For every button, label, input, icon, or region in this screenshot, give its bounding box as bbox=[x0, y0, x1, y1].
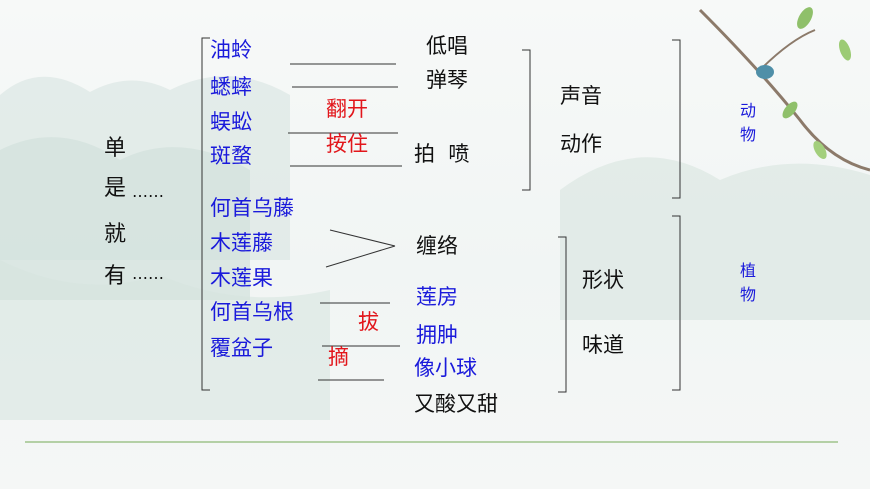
group-taste: 味道 bbox=[582, 333, 624, 357]
group-sound: 声音 bbox=[560, 84, 602, 108]
animal-item: 斑蝥 bbox=[210, 144, 252, 168]
category-animal: 动物 bbox=[737, 102, 756, 150]
action-fan: 翻开 bbox=[326, 97, 368, 121]
category-plant: 植物 bbox=[737, 262, 756, 310]
dots-lower: …… bbox=[132, 264, 164, 283]
dots-upper: …… bbox=[132, 182, 164, 201]
bird-icon bbox=[756, 65, 774, 79]
animal-item: 蟋蟀 bbox=[210, 75, 252, 99]
animal-item: 油蛉 bbox=[210, 38, 252, 62]
detail-pai: 拍 喷 bbox=[414, 142, 470, 166]
animal-item: 蜈蚣 bbox=[210, 110, 252, 134]
detail-tan: 弹琴 bbox=[426, 68, 468, 92]
detail-low: 低唱 bbox=[426, 34, 468, 58]
plant-item: 木莲果 bbox=[210, 266, 273, 290]
plant-item: 何首乌藤 bbox=[210, 196, 294, 220]
detail-chan: 缠络 bbox=[416, 234, 458, 258]
detail-you: 又酸又甜 bbox=[414, 392, 498, 416]
detail-yong: 拥肿 bbox=[416, 323, 458, 347]
action-ba: 拔 bbox=[358, 310, 379, 334]
group-action: 动作 bbox=[560, 132, 602, 156]
detail-xiang: 像小球 bbox=[414, 356, 477, 380]
left-char-2: 是 bbox=[104, 176, 127, 201]
plant-item: 覆盆子 bbox=[210, 336, 273, 360]
action-zhai: 摘 bbox=[328, 345, 349, 369]
left-char-4: 有 bbox=[104, 264, 127, 289]
group-shape: 形状 bbox=[582, 268, 624, 292]
left-char-1: 单 bbox=[104, 136, 127, 161]
detail-lian: 莲房 bbox=[416, 285, 458, 309]
plant-item: 何首乌根 bbox=[210, 300, 294, 324]
left-char-3: 就 bbox=[104, 222, 127, 247]
plant-item: 木莲藤 bbox=[210, 231, 273, 255]
action-an: 按住 bbox=[326, 132, 368, 156]
